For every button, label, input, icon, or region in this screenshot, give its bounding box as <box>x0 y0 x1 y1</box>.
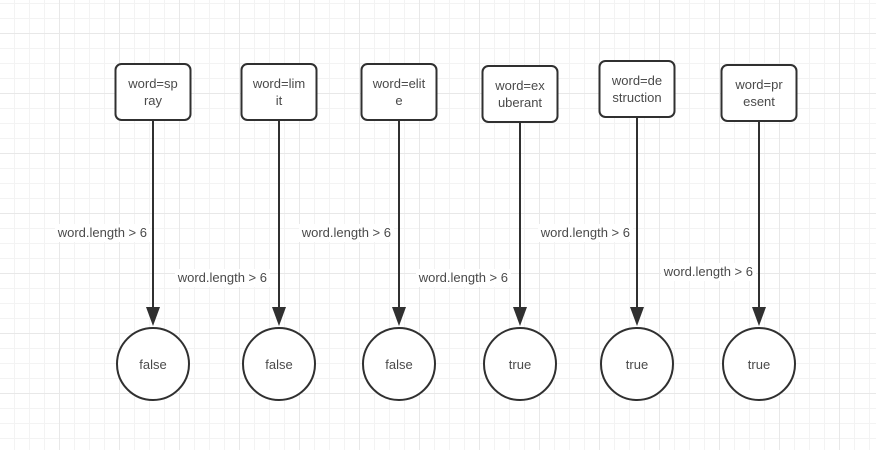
word-node[interactable]: word=sp ray <box>114 63 192 121</box>
arrow-down-icon <box>513 307 527 326</box>
edge-connector[interactable] <box>398 121 400 312</box>
result-node-label: true <box>747 356 771 372</box>
word-node-label-line1: word=ex <box>495 78 545 93</box>
word-node-label-line2: struction <box>612 90 662 105</box>
word-node-label-line2: ray <box>143 93 163 108</box>
result-node[interactable]: true <box>722 327 796 401</box>
word-node-label-line1: word=elit <box>372 76 426 91</box>
word-node-label-line1: word=lim <box>252 76 306 91</box>
arrow-down-icon <box>630 307 644 326</box>
arrow-down-icon <box>752 307 766 326</box>
edge-condition-label[interactable]: word.length > 6 <box>54 224 150 242</box>
word-node-label-line2: uberant <box>497 95 543 110</box>
word-node-label-line2: esent <box>743 94 775 109</box>
word-node[interactable]: word=lim it <box>240 63 318 121</box>
edge-condition-label[interactable]: word.length > 6 <box>298 224 394 242</box>
word-node-label-line1: word=sp <box>128 76 178 91</box>
result-node-label: false <box>385 356 413 372</box>
word-node-label-line1: word=pr <box>735 77 783 92</box>
result-node-label: true <box>625 356 649 372</box>
edge-connector[interactable] <box>636 118 638 312</box>
arrow-down-icon <box>392 307 406 326</box>
edge-condition-label[interactable]: word.length > 6 <box>174 269 270 287</box>
result-node-label: false <box>265 356 293 372</box>
edge-connector[interactable] <box>152 121 154 312</box>
word-node[interactable]: word=de struction <box>598 60 676 118</box>
result-node[interactable]: false <box>116 327 190 401</box>
word-node-label-line1: word=de <box>611 73 663 88</box>
arrow-down-icon <box>272 307 286 326</box>
result-node[interactable]: false <box>242 327 316 401</box>
edge-connector[interactable] <box>278 121 280 312</box>
word-node[interactable]: word=elit e <box>360 63 438 121</box>
result-node[interactable]: true <box>483 327 557 401</box>
edge-condition-label[interactable]: word.length > 6 <box>537 224 633 242</box>
edge-connector[interactable] <box>519 123 521 312</box>
word-node[interactable]: word=pr esent <box>720 64 798 122</box>
edge-condition-label[interactable]: word.length > 6 <box>415 269 511 287</box>
edge-connector[interactable] <box>758 122 760 312</box>
word-node-label-line2: it <box>275 93 283 108</box>
word-node-label-line2: e <box>395 93 403 108</box>
result-node[interactable]: true <box>600 327 674 401</box>
result-node-label: false <box>139 356 167 372</box>
result-node[interactable]: false <box>362 327 436 401</box>
arrow-down-icon <box>146 307 160 326</box>
result-node-label: true <box>508 356 532 372</box>
word-node[interactable]: word=ex uberant <box>481 65 559 123</box>
edge-condition-label[interactable]: word.length > 6 <box>660 263 756 281</box>
